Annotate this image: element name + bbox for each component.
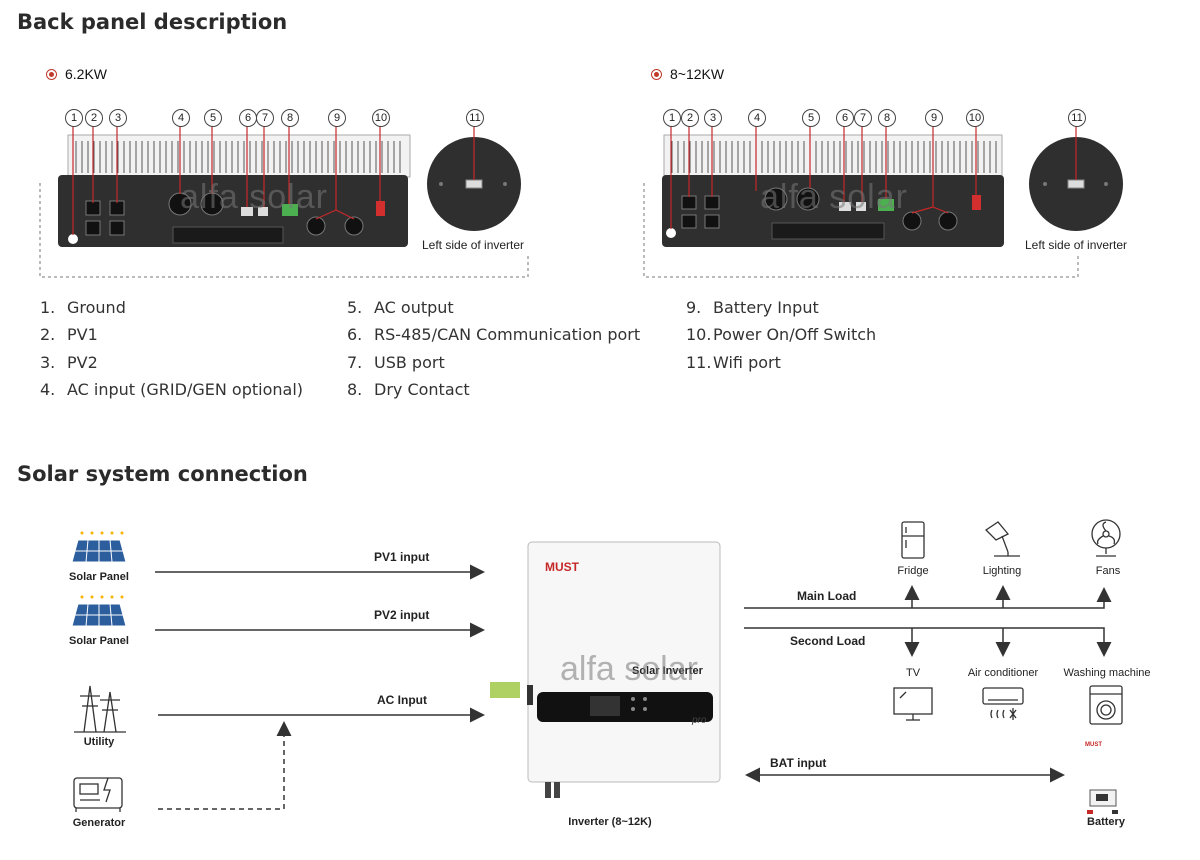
description-list-col-2: 5.AC output 6.RS-485/CAN Communication p… [347,294,640,404]
tv-label: TV [905,667,921,679]
utility-tower-icon [74,685,126,733]
callout-10: 10 [372,109,390,127]
battery-icon [1087,789,1118,814]
inverter-product-name: Solar Inverter [632,665,703,677]
second-load-label: Second Load [790,634,866,648]
callout-6: 6 [239,109,257,127]
connection-diagram [71,519,1123,814]
list-item: 6.RS-485/CAN Communication port [347,325,641,345]
left-side-view-6kw [427,125,521,231]
model-name: 6.2KW [65,66,108,82]
list-item: 5.AC output [347,298,454,317]
left-side-label: Left side of inverter [1025,238,1128,252]
callout-11: 11 [466,109,484,127]
callout-9: 9 [328,109,346,127]
callout-8: 8 [281,109,299,127]
list-item: 2.PV1 [40,325,98,345]
air-conditioner-label: Air conditioner [967,667,1039,679]
callout-2: 2 [681,109,699,127]
generator-label: Generator [72,817,126,829]
callout-1: 1 [65,109,83,127]
fan-icon [1091,519,1121,557]
inverter-badge: pro [692,715,707,726]
solar-panel-label: Solar Panel [69,635,129,647]
callout-4: 4 [172,109,190,127]
watermark-text: alfa solar [180,178,328,216]
model-heading-6kw: 6.2KW [46,66,107,82]
description-list-col-3: 9.Battery Input 10.Power On/Off Switch 1… [686,294,876,376]
pv2-input-label: PV2 input [374,608,430,622]
callout-10: 10 [966,109,984,127]
callout-9: 9 [925,109,943,127]
generator-icon [73,777,123,812]
battery-label: Battery [1087,816,1125,828]
fans-label: Fans [1095,565,1121,577]
list-item: 11.Wifi port [686,352,781,372]
washing-machine-icon [1089,685,1123,725]
callout-11: 11 [1068,109,1086,127]
left-side-view-12kw [1029,125,1123,231]
connection-title: Solar system connection [17,462,308,486]
list-item: 1.Ground [40,298,126,317]
lighting-label: Lighting [982,565,1022,577]
radio-bullet-icon [651,68,662,80]
inverter-back-12kw [662,125,1004,247]
back-panel-title: Back panel description [17,10,288,34]
description-list-col-1: 1.Ground 2.PV1 3.PV2 4.AC input (GRID/GE… [40,294,303,404]
lamp-icon [984,521,1020,557]
inverter-front [490,541,721,798]
bat-input-label: BAT input [770,756,827,770]
back-panel-drawings [39,125,1123,278]
callout-6: 6 [836,109,854,127]
callout-7: 7 [854,109,872,127]
fridge-label: Fridge [897,565,929,577]
washing-machine-label: Washing machine [1063,667,1151,679]
solar-panel-icon [71,595,127,627]
callout-5: 5 [802,109,820,127]
callout-8: 8 [878,109,896,127]
list-item: 7.USB port [347,352,445,372]
list-item: 9.Battery Input [686,298,819,317]
callout-2: 2 [85,109,103,127]
solar-panel-label: Solar Panel [69,571,129,583]
callout-3: 3 [109,109,127,127]
utility-label: Utility [83,736,115,748]
tv-icon [893,687,933,721]
model-name: 8~12KW [670,66,725,82]
model-heading-12kw: 8~12KW [651,66,724,82]
battery-brand: MUST [1085,742,1102,748]
inverter-label: Inverter (8~12K) [568,816,652,828]
list-item: 8.Dry Contact [347,380,470,400]
ac-input-label: AC Input [377,693,427,707]
fridge-icon [901,521,925,559]
list-item: 3.PV2 [40,352,98,372]
radio-bullet-icon [46,68,57,80]
watermark-text: alfa solar [560,650,698,688]
list-item: 10.Power On/Off Switch [686,325,877,345]
main-load-label: Main Load [797,589,857,603]
air-conditioner-icon [982,687,1024,720]
inverter-back-6kw [58,125,411,247]
watermark-text: alfa solar [760,178,908,216]
callout-5: 5 [204,109,222,127]
callout-7: 7 [256,109,274,127]
inverter-brand: MUST [545,560,579,574]
callout-1: 1 [663,109,681,127]
callout-3: 3 [704,109,722,127]
pv1-input-label: PV1 input [374,550,430,564]
list-item: 4.AC input (GRID/GEN optional) [40,380,303,400]
solar-panel-icon [71,531,127,563]
callout-4: 4 [748,109,766,127]
left-side-label: Left side of inverter [422,238,525,252]
